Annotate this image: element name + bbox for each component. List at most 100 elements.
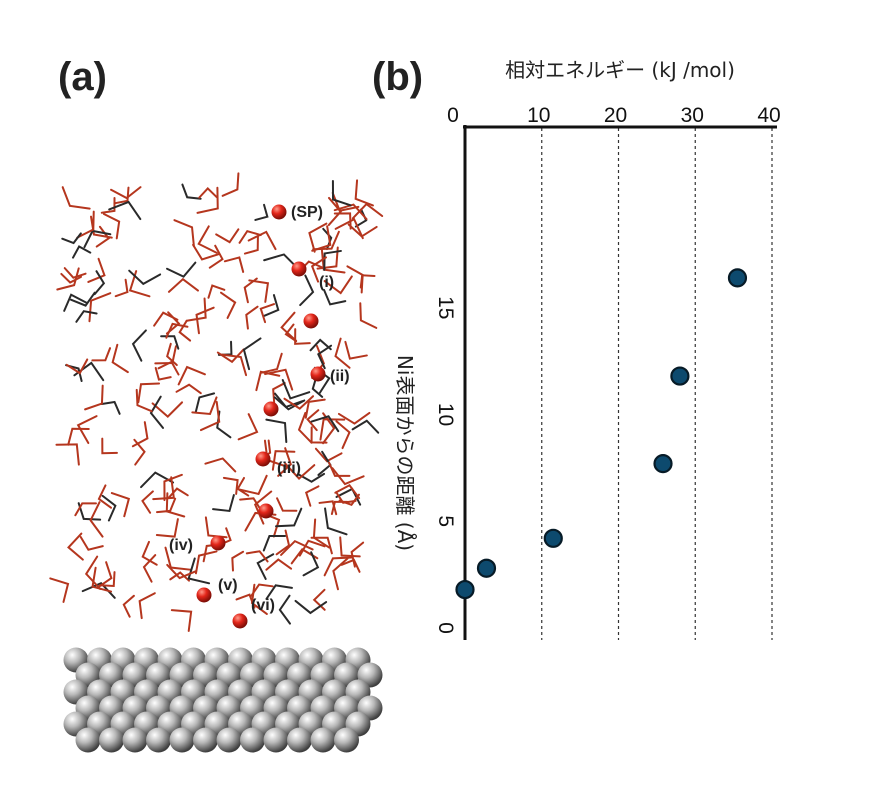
- water-molecule: [245, 305, 259, 330]
- water-molecule: [223, 256, 245, 273]
- water-molecule: [272, 382, 286, 404]
- water-molecule: [265, 418, 288, 444]
- water-molecule: [334, 217, 364, 240]
- water-molecule: [100, 197, 116, 214]
- label-iii: (iii): [277, 460, 301, 477]
- water-molecule: [231, 550, 245, 572]
- ni-surface-slab: [63, 647, 383, 753]
- water-molecule: [238, 229, 262, 244]
- water-molecule: [122, 594, 135, 618]
- water-molecule: [128, 270, 151, 298]
- data-point: [455, 579, 475, 600]
- water-molecule: [192, 243, 220, 261]
- water-molecule: [87, 257, 106, 283]
- water-molecule: [260, 352, 283, 374]
- water-molecule: [354, 179, 374, 207]
- water-molecule: [237, 413, 259, 441]
- water-molecule: [166, 563, 198, 580]
- water-molecule: [95, 225, 111, 248]
- water-molecule: [165, 322, 189, 339]
- water-molecule: [318, 500, 338, 516]
- water-molecule: [142, 554, 157, 583]
- data-point: [543, 528, 563, 548]
- label-vi: (vi): [251, 597, 275, 614]
- water-molecule: [199, 400, 221, 432]
- water-molecule: [56, 267, 80, 291]
- data-point: [653, 454, 673, 474]
- data-point: [476, 558, 497, 578]
- water-molecule: [165, 311, 181, 335]
- water-molecule: [302, 551, 320, 577]
- water-molecule: [60, 272, 83, 284]
- water-molecule: [298, 539, 326, 557]
- water-molecule: [265, 558, 293, 571]
- water-molecule: [255, 370, 281, 392]
- water-molecule: [221, 172, 240, 197]
- water-molecule: [294, 328, 311, 345]
- water-molecule: [131, 421, 149, 448]
- panel-label-a: (a): [58, 55, 107, 99]
- water-molecule: [359, 302, 378, 329]
- water-molecule: [195, 306, 215, 335]
- water-molecule: [91, 566, 113, 593]
- highlighted-molecules: [196, 204, 326, 629]
- x-tick-label: 20: [604, 104, 627, 127]
- water-molecule: [278, 594, 291, 625]
- water-molecule: [185, 297, 207, 322]
- water-molecule: [339, 536, 361, 558]
- data-point: [727, 268, 748, 288]
- x-tick-label: 30: [681, 104, 704, 127]
- ni-atom: [146, 727, 171, 753]
- water-molecule: [100, 400, 121, 415]
- water-molecule: [72, 245, 92, 259]
- oxygen-atom: [303, 313, 319, 329]
- oxygen-atom: [232, 613, 248, 629]
- water-molecule: [138, 592, 156, 620]
- y-tick-label: 10: [434, 403, 457, 426]
- ni-atom: [310, 727, 336, 753]
- water-molecule: [310, 415, 340, 433]
- water-molecule: [74, 502, 97, 517]
- water-molecule: [155, 518, 179, 538]
- oxygen-atom: [210, 535, 226, 551]
- water-molecule: [141, 490, 154, 514]
- water-molecule: [96, 561, 113, 589]
- water-molecule: [84, 384, 104, 411]
- water-molecule: [312, 230, 340, 251]
- oxygen-atom: [263, 401, 279, 417]
- water-molecule: [331, 467, 365, 486]
- water-molecule: [351, 202, 384, 220]
- water-molecule: [284, 323, 298, 343]
- water-molecule: [304, 485, 320, 507]
- water-molecule: [280, 311, 298, 342]
- water-molecule: [128, 269, 162, 286]
- water-molecule: [79, 535, 104, 551]
- water-molecule: [253, 490, 273, 525]
- label-i: (i): [319, 274, 334, 291]
- water-molecule: [135, 388, 153, 413]
- water-molecule: [151, 401, 184, 418]
- water-molecule: [243, 235, 259, 255]
- water-molecule: [346, 265, 364, 294]
- water-molecule: [167, 487, 189, 500]
- water-molecule: [108, 200, 142, 221]
- water-molecule: [154, 366, 172, 381]
- ni-atom: [169, 727, 195, 753]
- water-molecule: [181, 183, 202, 200]
- water-molecule: [239, 497, 262, 511]
- water-molecule: [196, 186, 219, 214]
- water-molecule: [207, 284, 226, 299]
- data-point: [670, 366, 690, 386]
- water-molecule: [212, 494, 235, 513]
- water-molecule: [238, 474, 268, 496]
- water-molecule: [284, 462, 316, 480]
- water-molecule: [310, 536, 333, 555]
- water-molecule: [217, 340, 233, 356]
- water-molecule: [90, 215, 113, 239]
- water-molecule: [332, 557, 349, 591]
- ni-atom: [216, 727, 242, 753]
- water-molecule: [131, 329, 147, 362]
- oxygen-atom: [310, 366, 326, 382]
- water-molecule: [67, 532, 84, 561]
- water-molecule: [275, 507, 303, 528]
